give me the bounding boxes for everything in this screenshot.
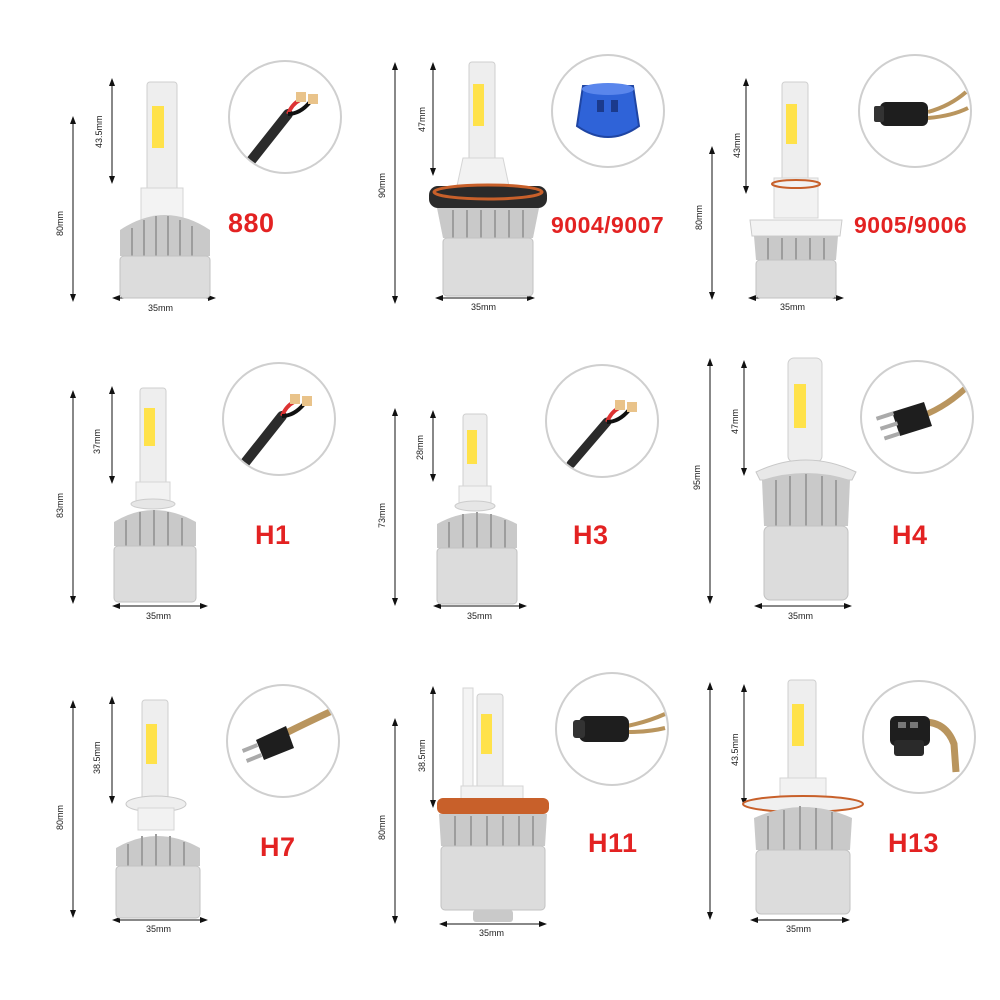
bulb-h11-image <box>437 687 549 922</box>
bulb-h1-image <box>113 387 197 603</box>
height-label: 80mm <box>694 204 704 230</box>
led-length-label: 43mm <box>732 132 742 158</box>
height-label: 83mm <box>55 492 65 518</box>
led-length-label: 38.5mm <box>417 739 427 772</box>
led-length-label: 37mm <box>92 428 102 454</box>
width-label: 35mm <box>786 924 812 934</box>
bulb-880-image <box>119 81 211 299</box>
dimension-lines <box>70 386 208 609</box>
height-label: 90mm <box>377 172 387 198</box>
model-label: 9005/9006 <box>854 212 968 238</box>
blue-socket-icon <box>575 83 641 138</box>
width-label: 35mm <box>788 611 814 621</box>
dimension-lines <box>392 62 535 304</box>
dimension-lines <box>707 358 852 609</box>
width-label: 35mm <box>780 302 806 312</box>
model-label: 880 <box>228 208 275 238</box>
width-label: 35mm <box>467 611 493 621</box>
h7-plug-icon <box>241 706 336 763</box>
bulb-9005-image <box>749 81 843 299</box>
connector-circle <box>862 680 976 794</box>
model-label: H1 <box>255 520 291 550</box>
connector-circle <box>551 54 665 168</box>
model-label: H3 <box>573 520 609 550</box>
width-label: 35mm <box>146 611 172 621</box>
led-length-label: 43.5mm <box>730 733 740 766</box>
width-label: 35mm <box>148 303 174 313</box>
model-label: H7 <box>260 832 296 862</box>
product-cell-h13: 43.5mm 35mm H13 <box>666 670 996 1000</box>
dimension-lines <box>392 408 527 609</box>
height-label: 80mm <box>55 210 65 236</box>
h13-plug-icon <box>890 716 960 773</box>
bulb-9004-image <box>429 61 547 297</box>
connector-circle <box>555 672 669 786</box>
width-label: 35mm <box>479 928 505 938</box>
width-label: 35mm <box>146 924 172 934</box>
connector-circle <box>222 362 336 476</box>
product-cell-h3: 73mm 28mm 35mm H3 <box>333 350 663 680</box>
bulb-h3-image <box>436 413 518 605</box>
led-length-label: 47mm <box>730 408 740 434</box>
connector-circle <box>860 360 974 474</box>
model-label: 9004/9007 <box>551 212 665 238</box>
wire-pair-icon <box>566 400 637 469</box>
width-label: 35mm <box>471 302 497 312</box>
product-cell-9004-9007: 90mm 47mm 35mm 9004/9007 <box>333 40 665 370</box>
led-length-label: 38.5mm <box>92 741 102 774</box>
wire-pair-icon <box>239 394 312 469</box>
wire-pair-icon <box>245 92 318 167</box>
model-label: H4 <box>892 520 928 550</box>
height-label: 73mm <box>377 502 387 528</box>
height-label: 80mm <box>377 814 387 840</box>
model-label: H11 <box>588 828 638 858</box>
dimension-lines <box>392 686 547 927</box>
connector-circle <box>228 60 342 174</box>
height-label: 95mm <box>692 464 702 490</box>
model-label: H13 <box>888 828 940 858</box>
product-cell-880: 80mm 43.5mm 35mm 880 <box>0 40 342 370</box>
three-prong-plug-icon <box>875 381 972 441</box>
height-label: 80mm <box>55 804 65 830</box>
product-cell-9005-9006: 80mm 43mm 35mm 9005/9006 <box>666 40 996 370</box>
bulb-h4-image <box>755 357 857 601</box>
connector-circle <box>226 684 340 798</box>
led-length-label: 43.5mm <box>94 115 104 148</box>
connector-circle <box>858 54 972 168</box>
black-plug-icon <box>573 712 666 742</box>
product-cell-h7: 80mm 38.5mm 35mm H7 <box>0 670 340 1000</box>
connector-circle <box>545 364 659 478</box>
dimension-lines <box>707 682 850 923</box>
black-plug-icon <box>874 90 969 126</box>
product-cell-h4: 95mm 47mm 35mm H4 <box>666 350 996 680</box>
dimension-lines <box>70 696 208 923</box>
led-length-label: 28mm <box>415 434 425 460</box>
product-cell-h1: 83mm 37mm 35mm H1 <box>0 350 336 680</box>
product-cell-h11: 80mm 38.5mm 35mm H11 <box>333 670 669 1000</box>
bulb-h7-image <box>115 699 201 919</box>
bulb-h13-image <box>742 679 864 915</box>
